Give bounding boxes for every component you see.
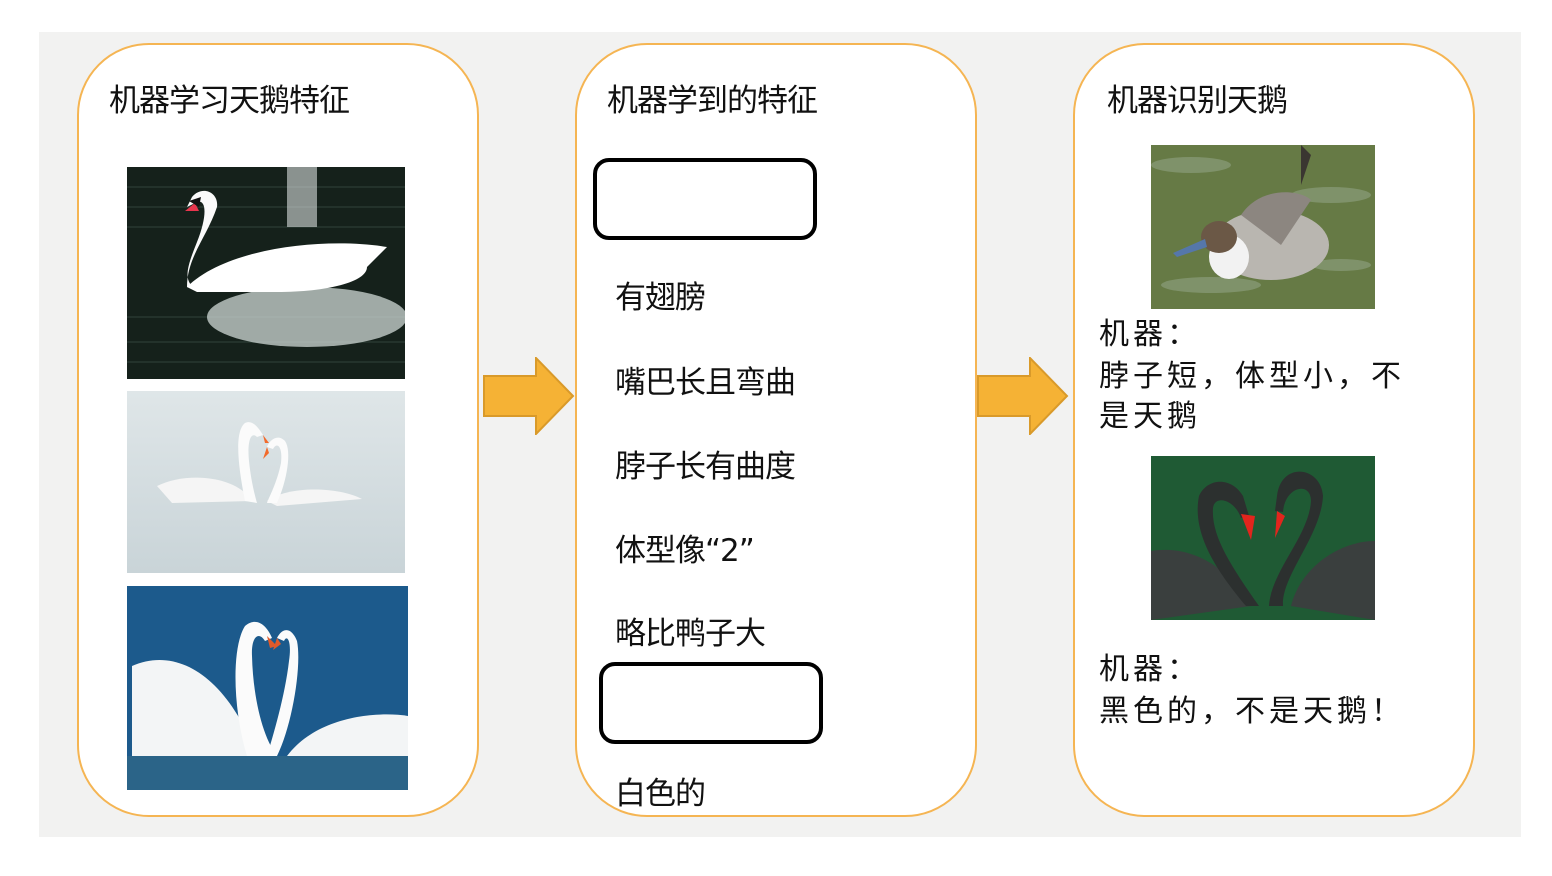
feature-blank-box [593, 158, 817, 240]
duck-photo [1151, 145, 1375, 309]
machine-verdict-text: 脖子短，体型小，不 [1099, 359, 1405, 394]
two-white-swans-blue-photo [127, 586, 408, 790]
panel-learn-features: 机器学习天鹅特征 [77, 43, 479, 817]
feature-item: 体型像“2” [615, 533, 755, 569]
feature-item: 嘴巴长且弯曲 [615, 365, 796, 401]
arrow-right-icon [977, 357, 1069, 435]
black-swans-photo [1151, 456, 1375, 620]
panel-title: 机器识别天鹅 [1107, 83, 1288, 119]
machine-verdict-text: 是天鹅 [1099, 399, 1201, 434]
panel-recognize-swans: 机器识别天鹅 机器： 脖子短，体型小，不 是天鹅 机 [1073, 43, 1475, 817]
feature-item: 脖子长有曲度 [615, 449, 796, 485]
feature-item: 有翅膀 [615, 280, 706, 316]
white-swan-photo [127, 167, 405, 379]
feature-item: 白色的 [615, 776, 706, 812]
machine-speaker-label: 机器： [1099, 317, 1201, 352]
feature-blank-box [599, 662, 823, 744]
two-white-swans-photo [127, 391, 405, 573]
machine-verdict-text: 黑色的，不是天鹅！ [1099, 694, 1405, 729]
arrow-right-icon [483, 357, 575, 435]
feature-item: 略比鸭子大 [615, 616, 766, 652]
panel-learned-features: 机器学到的特征 有翅膀 嘴巴长且弯曲 脖子长有曲度 体型像“2” 略比鸭子大 白… [575, 43, 977, 817]
panel-title: 机器学习天鹅特征 [109, 83, 350, 119]
panel-title: 机器学到的特征 [607, 83, 818, 119]
machine-speaker-label: 机器： [1099, 652, 1201, 687]
